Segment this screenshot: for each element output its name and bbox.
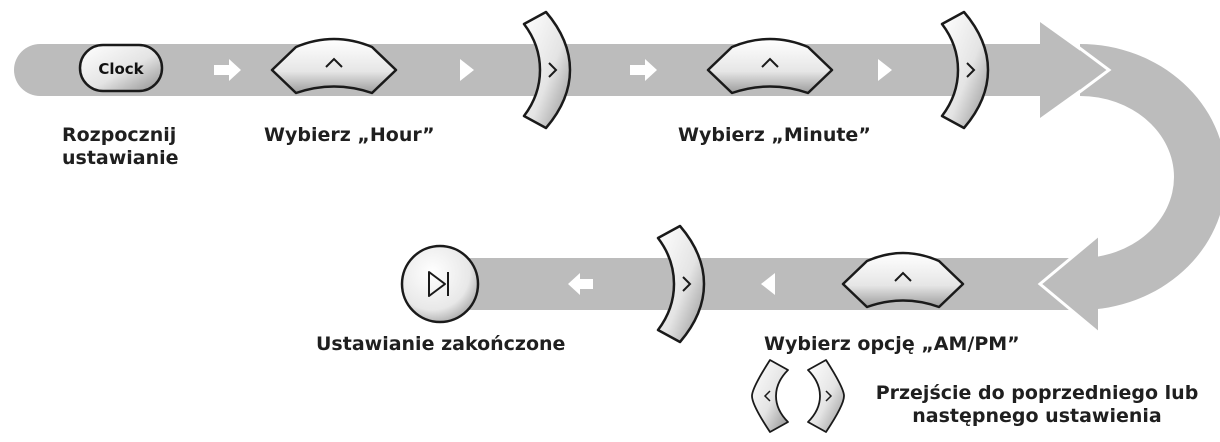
flow-triangle-icon — [761, 273, 775, 295]
legend-line2: następnego ustawienia — [912, 405, 1162, 427]
up-arrow-icon — [761, 57, 779, 68]
right-button-3[interactable] — [656, 224, 706, 344]
flow-arrows — [214, 59, 892, 295]
right-chevron-icon — [682, 276, 692, 292]
up-button-hour[interactable] — [270, 37, 398, 95]
legend-left-button — [751, 359, 789, 433]
right-chevron-icon — [548, 62, 558, 78]
up-arrow-icon — [894, 271, 912, 282]
flow-triangle-icon — [460, 59, 474, 81]
legend-line1: Przejście do poprzedniego lub — [875, 382, 1199, 404]
flow-arrow-icon — [630, 59, 657, 81]
label-start-line1: Rozpocznij — [62, 124, 177, 146]
label-start: Rozpocznij ustawianie — [62, 124, 179, 170]
right-button-2[interactable] — [940, 10, 990, 130]
clock-button-label: Clock — [98, 60, 144, 78]
up-button-ampm[interactable] — [841, 251, 965, 309]
left-chevron-icon — [763, 390, 771, 402]
flow-arrow-icon — [214, 59, 241, 81]
clock-button[interactable]: Clock — [78, 43, 164, 93]
right-chevron-icon — [825, 390, 833, 402]
up-arrow-icon — [325, 57, 343, 68]
label-start-line2: ustawianie — [62, 147, 179, 169]
flow-triangle-icon — [878, 59, 892, 81]
right-chevron-icon — [966, 62, 976, 78]
flow-arrow-icon — [568, 273, 593, 295]
legend-text: Przejście do poprzedniego lub następnego… — [856, 382, 1218, 428]
right-button-1[interactable] — [522, 10, 572, 130]
label-ampm: Wybierz opcję „AM/PM” — [764, 333, 1020, 355]
band-arrow-outline-top — [1041, 18, 1112, 122]
label-done: Ustawianie zakończone — [316, 333, 566, 355]
play-icon — [428, 271, 446, 297]
flow-band — [14, 22, 1220, 332]
label-hour: Wybierz „Hour” — [264, 124, 435, 146]
band-arrow-outline-bottom — [1037, 232, 1101, 336]
play-pause-button[interactable] — [400, 244, 480, 324]
legend-right-button — [807, 359, 845, 433]
up-button-minute[interactable] — [706, 37, 834, 95]
label-minute: Wybierz „Minute” — [678, 124, 871, 146]
